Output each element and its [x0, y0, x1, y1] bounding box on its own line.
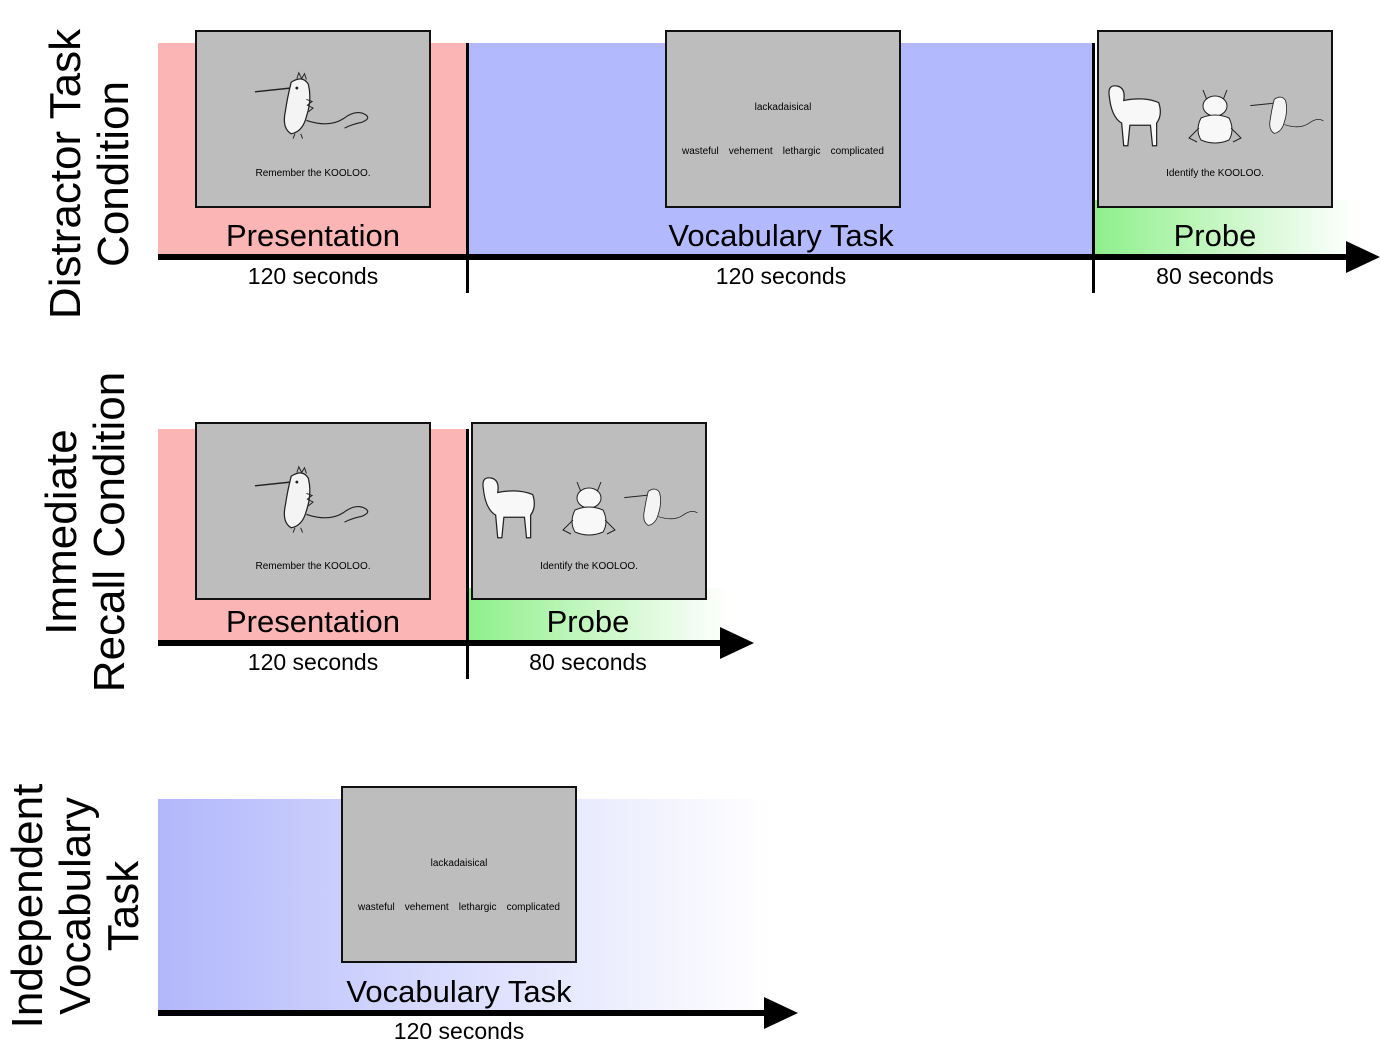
row-label-line: Immediate	[37, 429, 86, 635]
timeline-axis	[158, 1010, 772, 1016]
phase-label: Presentation	[225, 218, 401, 253]
probe-screen: Identify the KOOLOO.	[471, 422, 707, 600]
timeline-arrowhead	[1346, 241, 1380, 273]
target-word: lackadaisical	[754, 102, 812, 113]
duration-label: 120 seconds	[247, 263, 379, 289]
option-word: wasteful	[682, 146, 719, 157]
duration-label: 80 seconds	[1156, 263, 1274, 289]
option-word: wasteful	[358, 902, 395, 913]
option-word: vehement	[404, 902, 449, 913]
duration-label: 120 seconds	[715, 263, 847, 289]
presentation-screen: Remember the KOOLOO.	[195, 30, 431, 208]
row-label-line: Task	[99, 860, 148, 952]
option-word: complicated	[830, 146, 884, 157]
row-label-immediate: Immediate Recall Condition	[37, 352, 134, 712]
duration-label: 120 seconds	[247, 649, 379, 675]
timeline-arrowhead	[720, 627, 754, 659]
row-label-line: Independent	[3, 783, 52, 1029]
screen-instruction: Identify the KOOLOO.	[540, 561, 638, 572]
row-label-line: Distractor Task	[41, 28, 90, 320]
phase-label: Presentation	[225, 604, 401, 639]
vocabulary-options: wasteful vehement lethargic complicated	[667, 146, 899, 157]
phase-divider	[466, 43, 469, 293]
vocabulary-options: wasteful vehement lethargic complicated	[343, 902, 575, 913]
probe-background	[1094, 200, 1356, 255]
option-word: lethargic	[782, 146, 821, 157]
option-word: complicated	[506, 902, 560, 913]
row-label-independent: Independent Vocabulary Task	[3, 756, 148, 1056]
row-label-line: Recall Condition	[85, 371, 134, 693]
frog-creature-icon	[1188, 89, 1242, 144]
duration-label: 80 seconds	[529, 649, 647, 675]
screen-instruction: Identify the KOOLOO.	[1166, 168, 1264, 179]
phase-label: Vocabulary Task	[668, 218, 894, 253]
row-label-distractor: Distractor Task Condition	[41, 24, 138, 324]
timeline-axis	[158, 254, 1352, 260]
vocabulary-screen: lackadaisical wasteful vehement lethargi…	[341, 786, 577, 963]
option-word: vehement	[728, 146, 773, 157]
screen-instruction: Remember the KOOLOO.	[255, 168, 371, 179]
screen-instruction: Remember the KOOLOO.	[255, 561, 371, 572]
phase-divider	[466, 429, 469, 679]
probe-screen: Identify the KOOLOO.	[1097, 30, 1333, 208]
phase-label: Probe	[1173, 218, 1257, 253]
kooloo-creature-icon	[254, 71, 369, 139]
option-word: lethargic	[458, 902, 497, 913]
sheep-creature-icon	[482, 477, 535, 539]
row-label-line: Condition	[89, 81, 138, 267]
timeline-arrowhead	[764, 997, 798, 1029]
phase-label: Probe	[546, 604, 630, 639]
target-word: lackadaisical	[430, 858, 488, 869]
timeline-axis	[158, 640, 728, 646]
vocabulary-screen: lackadaisical wasteful vehement lethargi…	[665, 30, 901, 208]
duration-label: 120 seconds	[393, 1018, 525, 1044]
sheep-creature-icon	[1108, 85, 1161, 147]
phase-divider	[1092, 43, 1095, 293]
kooloo-creature-icon	[1250, 96, 1324, 134]
presentation-screen: Remember the KOOLOO.	[195, 422, 431, 600]
frog-creature-icon	[562, 481, 616, 536]
row-label-line: Vocabulary	[51, 797, 100, 1015]
kooloo-creature-icon	[624, 488, 698, 526]
kooloo-creature-icon	[254, 465, 369, 533]
phase-label: Vocabulary Task	[346, 974, 572, 1009]
